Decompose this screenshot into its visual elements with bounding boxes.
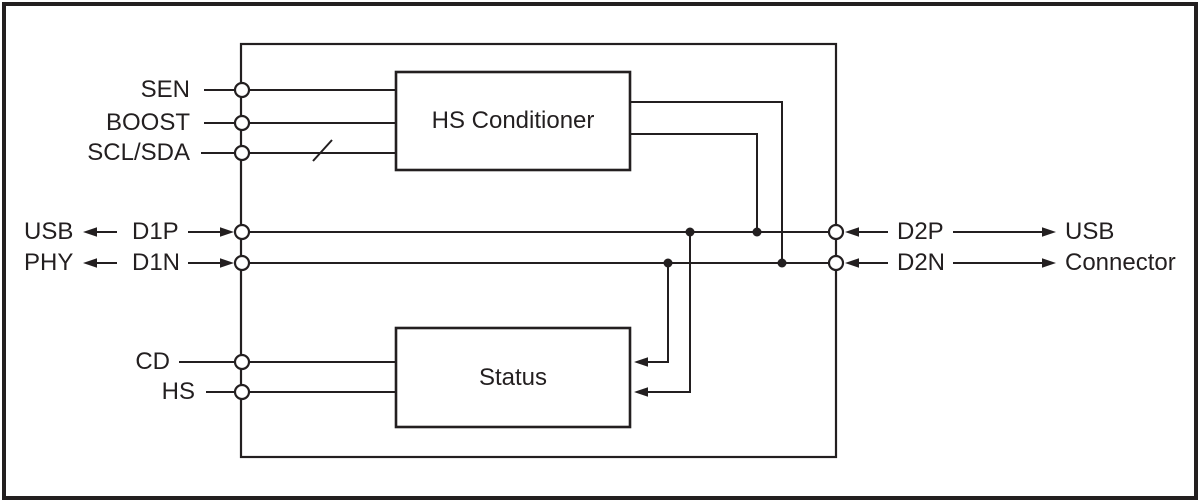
hs-conditioner-label: HS Conditioner (431, 107, 595, 134)
pin-circle-boost (233, 114, 251, 132)
status-label: Status (478, 363, 548, 391)
pin-label-boost: BOOST (105, 109, 190, 136)
wire-hsconditioner-to-d2p (630, 133, 758, 232)
external-label-usb-connector-line1: USB (1065, 218, 1115, 245)
arrowhead-d1n-to-chip (220, 258, 234, 268)
pin-label-d2n: D2N (897, 249, 946, 276)
junction-dot-d1n-hsconditioner (777, 258, 787, 268)
chip-outline (239, 42, 838, 459)
bus-slash-mark (312, 139, 333, 162)
arrowhead-d2p-to-connector (1042, 227, 1056, 237)
junction-dot-d1p-status (685, 227, 695, 237)
pin-circle-d1n (233, 254, 251, 272)
status-block (394, 326, 632, 429)
wire-hsconditioner-to-d2n (630, 101, 783, 263)
pin-circle-hs (233, 383, 251, 401)
arrowhead-into-status-lower (634, 387, 648, 397)
pin-label-hs: HS (161, 378, 195, 405)
pin-circle-cd (233, 353, 251, 371)
junction-dot-d1n-status (663, 258, 673, 268)
arrowhead-d1p-to-chip (220, 227, 234, 237)
junction-dot-d1p-hsconditioner (752, 227, 762, 237)
pin-label-d1p: D1P (132, 218, 179, 245)
pin-label-sen: SEN (140, 76, 190, 103)
pin-circle-sclsda (233, 144, 251, 162)
external-label-usb-phy-line1: USB (24, 218, 74, 245)
arrowhead-d2p-to-chip (845, 227, 859, 237)
pin-label-cd: CD (135, 348, 170, 375)
pin-circle-d2n (827, 254, 845, 272)
external-label-usb-phy-line2: PHY (24, 249, 74, 276)
arrowhead-d1n-to-usbphy (83, 258, 97, 268)
arrowhead-d1p-to-usbphy (83, 227, 97, 237)
arrowhead-d2n-to-chip (845, 258, 859, 268)
external-label-usb-connector-line2: Connector (1065, 249, 1176, 276)
arrowhead-d2n-to-connector (1042, 258, 1056, 268)
pin-label-d2p: D2P (897, 218, 944, 245)
wire-d1n-to-status (647, 263, 669, 363)
wire-d1p-to-status (647, 232, 691, 393)
pin-circle-sen (233, 81, 251, 99)
arrowhead-into-status-upper (634, 357, 648, 367)
pin-circle-d1p (233, 223, 251, 241)
hs-conditioner-block (394, 70, 632, 172)
pin-circle-d2p (827, 223, 845, 241)
pin-label-sclsda: SCL/SDA (87, 139, 190, 166)
pin-label-d1n: D1N (132, 249, 181, 276)
